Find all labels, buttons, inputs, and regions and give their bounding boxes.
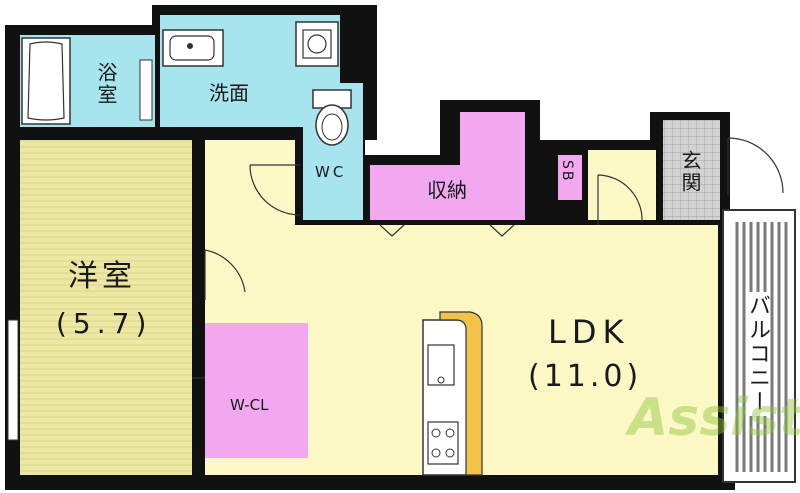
western-room-stripes — [20, 140, 192, 475]
walk-in-closet-label: W-CL — [230, 396, 269, 414]
bath-label: 浴室 — [94, 62, 118, 106]
sink-icon — [162, 29, 224, 67]
entrance-floor — [663, 120, 720, 220]
ldk-size-label: (11.0) — [528, 359, 643, 394]
ldk-floor — [205, 140, 718, 475]
western-room-size-label: (5.7) — [56, 307, 153, 340]
washroom-label: 洗面 — [209, 81, 249, 105]
western-room-label: 洋室 — [68, 259, 136, 294]
storage-floor — [370, 112, 525, 220]
balcony-label: バルコニー — [745, 292, 770, 416]
wcl-floor — [205, 323, 308, 458]
window-marks — [7, 59, 153, 441]
bathtub-icon — [21, 37, 71, 125]
washing-machine-icon — [295, 21, 339, 67]
entrance-label: 玄関 — [678, 150, 702, 194]
kitchen-counter — [422, 311, 483, 476]
storage-label: 収納 — [427, 178, 467, 202]
shoe-box-floor — [558, 155, 582, 200]
assist-watermark-logo: Assist — [628, 388, 800, 448]
toilet-icon — [312, 89, 352, 146]
shoe-box-label: SB — [559, 160, 575, 183]
wc-label: WC — [315, 163, 347, 181]
door-swings — [12, 137, 784, 379]
hall-floor — [588, 150, 656, 220]
ldk-label: LDK — [548, 313, 630, 351]
